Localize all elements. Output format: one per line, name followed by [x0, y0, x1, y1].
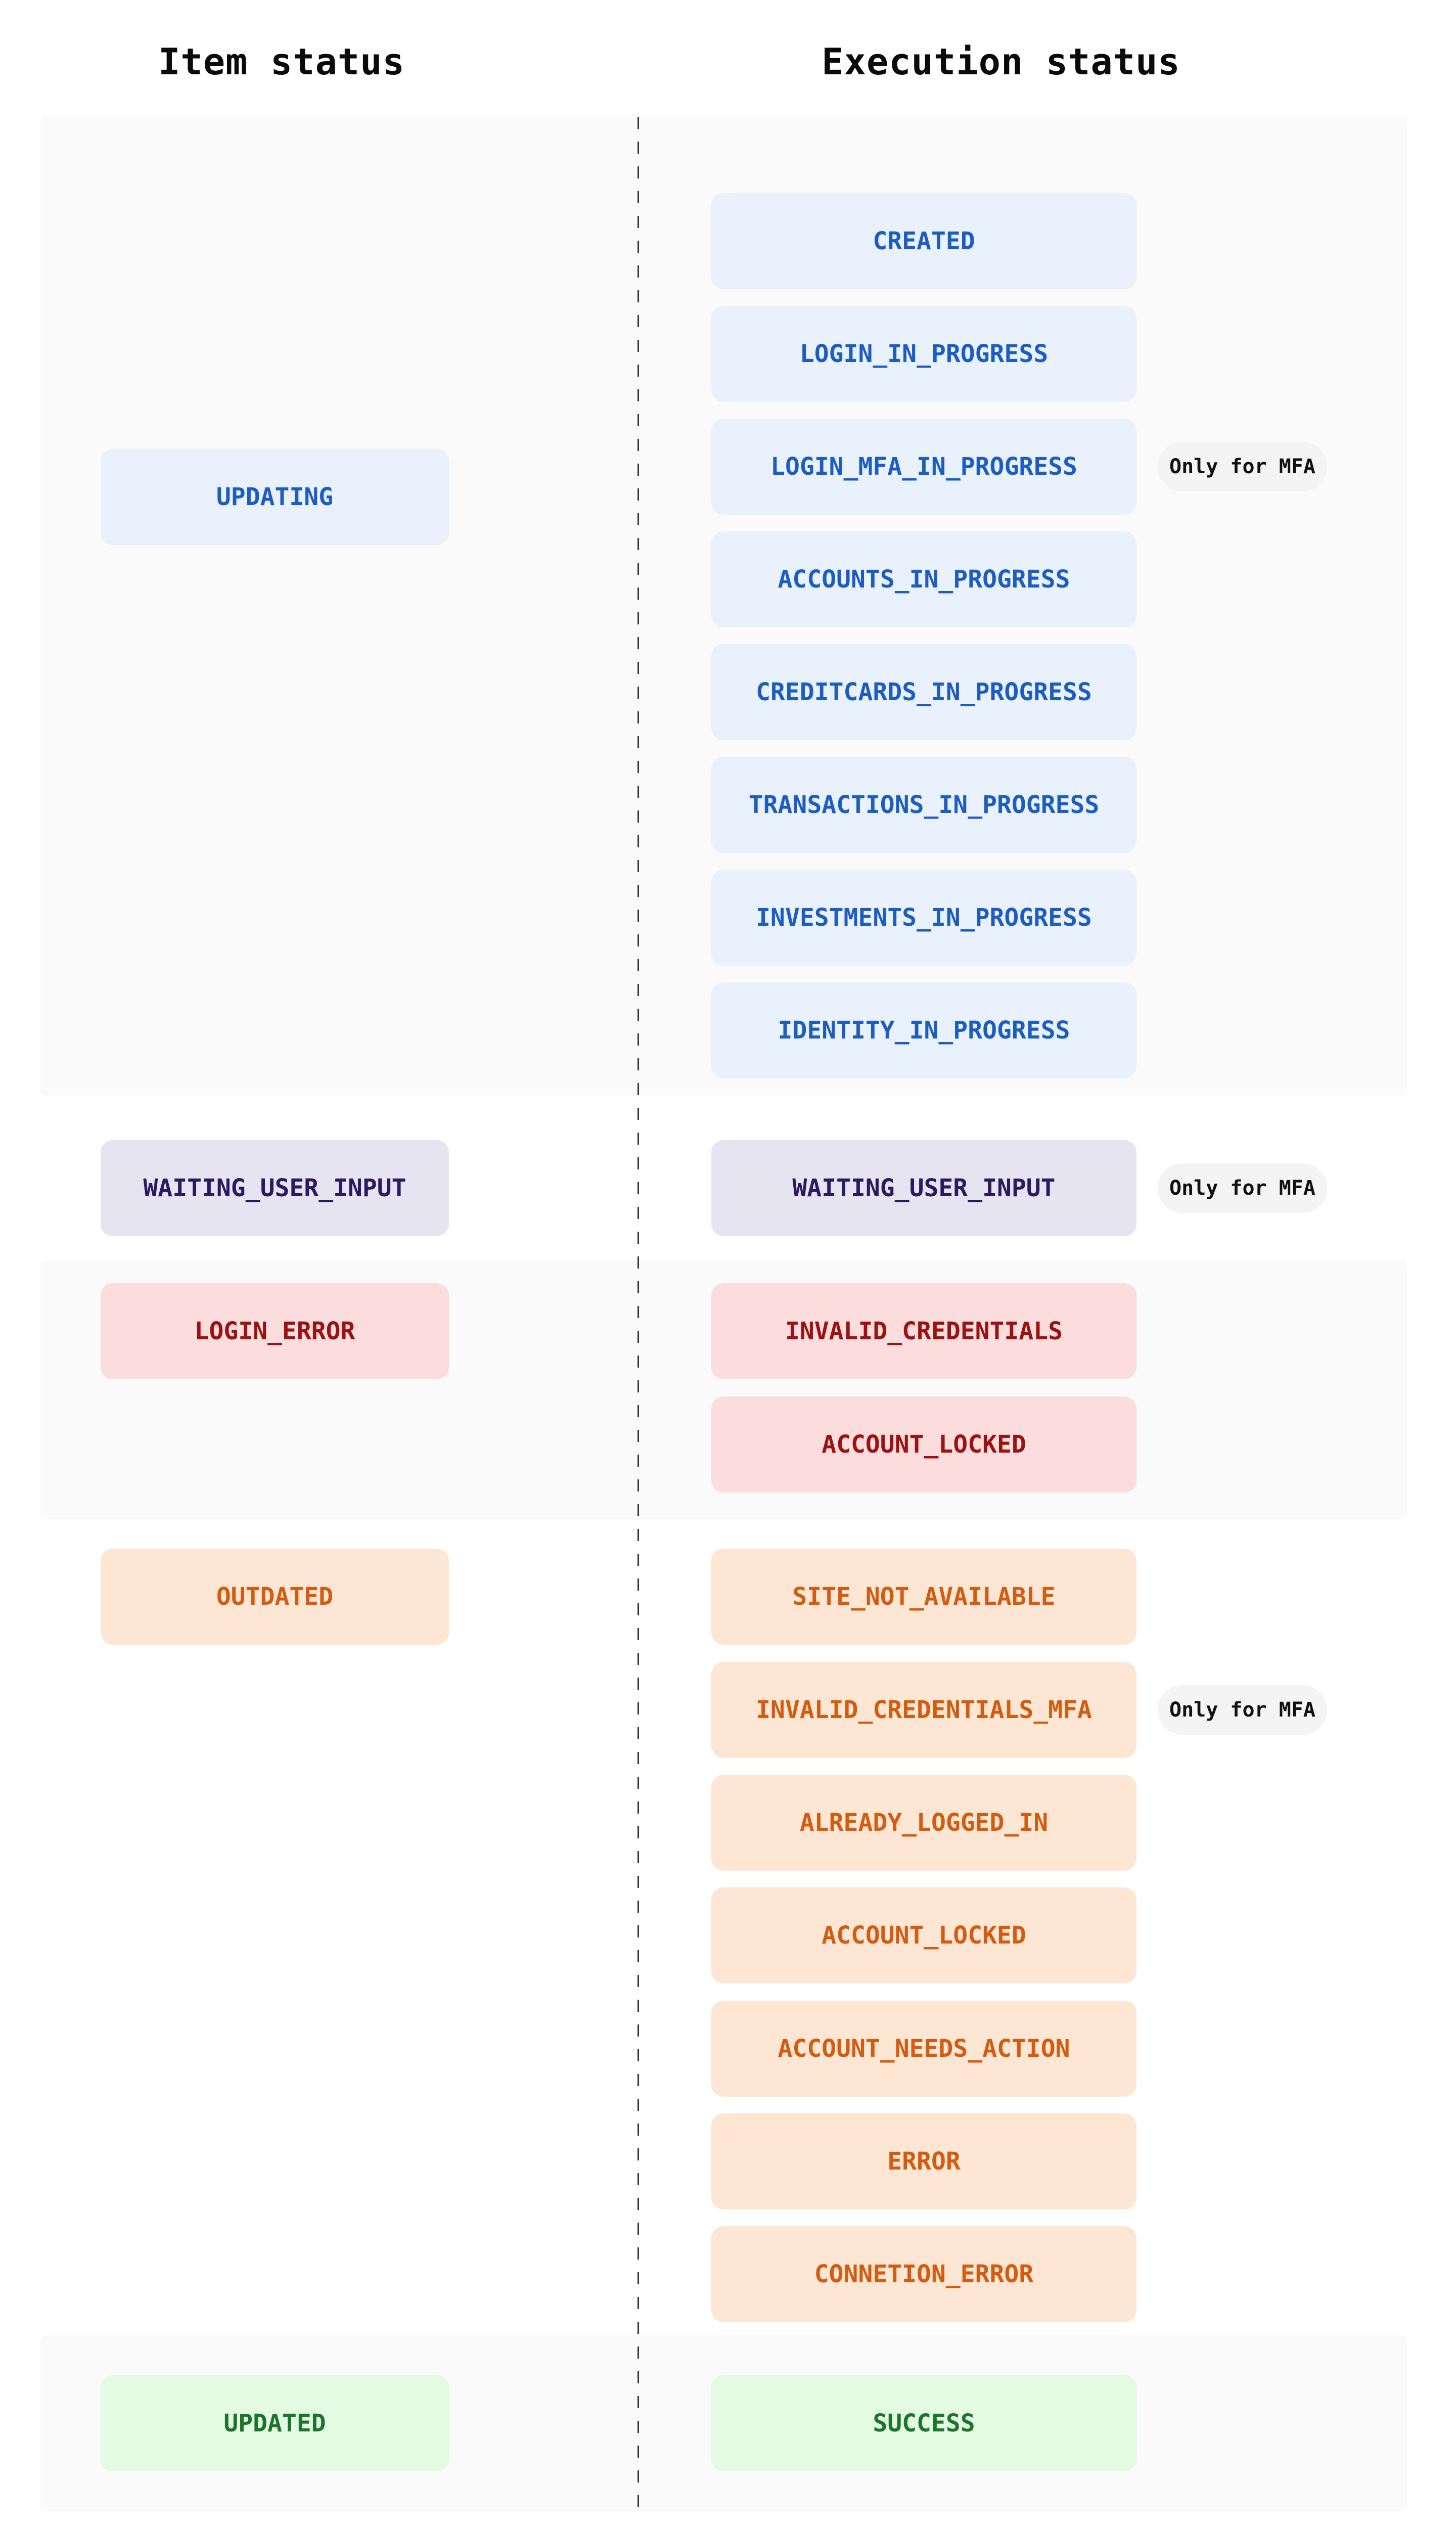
- execution-status-badge-site-not-available: SITE_NOT_AVAILABLE: [711, 1549, 1136, 1645]
- item-status-column-title: Item status: [158, 40, 405, 83]
- item-status-badge-outdated: OUTDATED: [101, 1549, 449, 1645]
- only-for-mfa-tag-waiting-user-input: Only for MFA: [1158, 1163, 1327, 1213]
- execution-status-badge-already-logged-in: ALREADY_LOGGED_IN: [711, 1775, 1136, 1871]
- execution-status-badge-account-locked-outdated: ACCOUNT_LOCKED: [711, 1887, 1136, 1983]
- execution-status-badge-account-locked: ACCOUNT_LOCKED: [711, 1396, 1136, 1493]
- execution-status-badge-error: ERROR: [711, 2113, 1136, 2209]
- execution-status-badge-creditcards-in-progress: CREDITCARDS_IN_PROGRESS: [711, 644, 1136, 740]
- execution-status-badge-account-needs-action: ACCOUNT_NEEDS_ACTION: [711, 2001, 1136, 2097]
- column-divider-dashed-line: [638, 117, 639, 2511]
- execution-status-badge-waiting-user-input: WAITING_USER_INPUT: [711, 1140, 1136, 1236]
- only-for-mfa-tag-login-mfa: Only for MFA: [1158, 442, 1327, 491]
- execution-status-badge-success: SUCCESS: [711, 2375, 1136, 2471]
- execution-status-badge-identity-in-progress: IDENTITY_IN_PROGRESS: [711, 982, 1136, 1078]
- item-status-badge-waiting-user-input: WAITING_USER_INPUT: [101, 1140, 449, 1236]
- execution-status-badge-accounts-in-progress: ACCOUNTS_IN_PROGRESS: [711, 531, 1136, 627]
- execution-status-badge-created: CREATED: [711, 193, 1136, 289]
- execution-status-badge-invalid-credentials: INVALID_CREDENTIALS: [711, 1283, 1136, 1379]
- only-for-mfa-tag-invalid-credentials: Only for MFA: [1158, 1685, 1327, 1735]
- execution-status-column-title: Execution status: [822, 40, 1180, 83]
- execution-status-badge-transactions-in-progress: TRANSACTIONS_IN_PROGRESS: [711, 757, 1136, 853]
- execution-status-badge-investments-in-progress: INVESTMENTS_IN_PROGRESS: [711, 870, 1136, 966]
- item-status-badge-updating: UPDATING: [101, 449, 449, 545]
- execution-status-badge-invalid-credentials-mfa: INVALID_CREDENTIALS_MFA: [711, 1662, 1136, 1758]
- item-status-badge-login-error: LOGIN_ERROR: [101, 1283, 449, 1379]
- execution-status-badge-login-in-progress: LOGIN_IN_PROGRESS: [711, 306, 1136, 402]
- execution-status-badge-login-mfa-in-progress: LOGIN_MFA_IN_PROGRESS: [711, 419, 1136, 515]
- item-status-badge-updated: UPDATED: [101, 2375, 449, 2471]
- execution-status-badge-connetion-error: CONNETION_ERROR: [711, 2226, 1136, 2322]
